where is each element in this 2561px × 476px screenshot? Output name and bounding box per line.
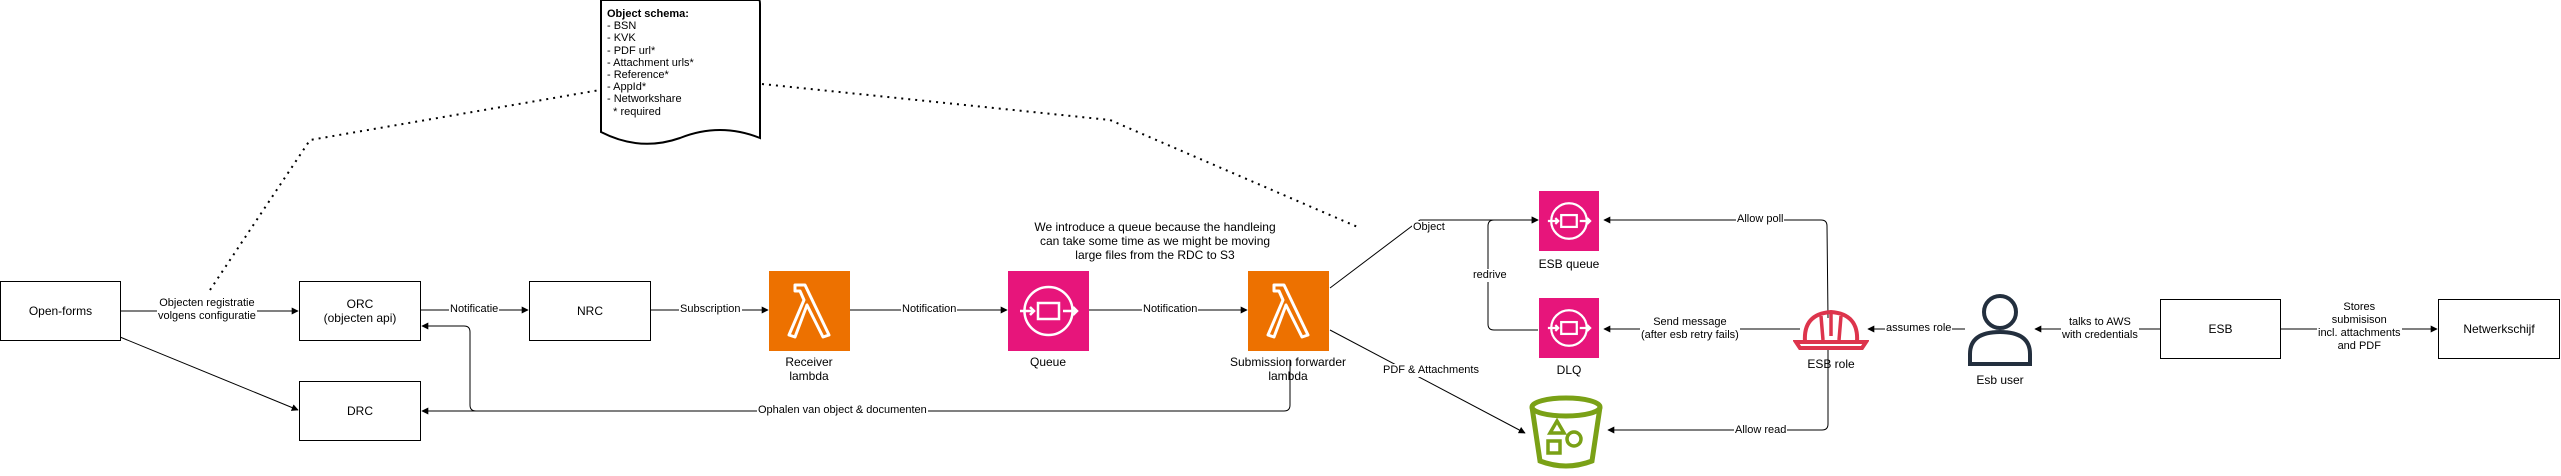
edge-label-talks-to-aws: talks to AWS with credentials (2061, 316, 2139, 342)
schema-note-shape (600, 0, 761, 145)
esb-user-label: Esb user (1976, 373, 2024, 387)
drc-box[interactable]: DRC (299, 381, 421, 441)
edge-label-send-message: Send message (after esb retry fails) (1640, 316, 1740, 342)
edge-label-notification: Notification (1142, 303, 1199, 316)
schema-item: - BSN (607, 20, 637, 33)
edge-forwarder-orc-drc (421, 322, 1291, 412)
edge-label-stores-submission: Stores submisison incl. attachments and … (2317, 301, 2402, 353)
edge-label-ophalen: Ophalen van object & documenten (757, 404, 928, 417)
orc-box[interactable]: ORC (objecten api) (299, 281, 421, 341)
user-icon[interactable] (1965, 292, 2035, 368)
edge-openforms-drc (119, 336, 299, 411)
receiver-lambda-label: Receiver lambda (785, 355, 833, 383)
edge-role-s3 (1607, 350, 1829, 434)
schema-title: Object schema: (607, 8, 689, 20)
edge-label-objecten-registratie: Objecten registratie volgens configurati… (157, 297, 257, 323)
edge-label-notificatie: Notificatie (449, 303, 500, 316)
edge-label-object: Object (1412, 221, 1446, 234)
s3-bucket-icon[interactable] (1526, 395, 1606, 471)
schema-item: - Attachment urls* (607, 56, 694, 69)
dlq-label: DLQ (1556, 363, 1582, 377)
esb-box[interactable]: ESB (2160, 299, 2281, 359)
edge-label-subscription: Subscription (679, 303, 742, 316)
nrc-box[interactable]: NRC (529, 281, 651, 341)
object-schema-note: Object schema: - BSN - KVK - PDF url* - … (607, 8, 694, 118)
schema-connector-right (761, 83, 1361, 229)
submission-forwarder-label: Submission forwarder lambda (1229, 355, 1347, 383)
sqs-queue-icon[interactable] (1008, 271, 1089, 351)
queue-note: We introduce a queue because the handlei… (1034, 220, 1276, 262)
sqs-queue-icon[interactable] (1539, 298, 1599, 358)
schema-item: * required (607, 105, 661, 118)
esb-queue-label: ESB queue (1538, 257, 1600, 271)
open-forms-box[interactable]: Open-forms (0, 281, 121, 341)
schema-connector-left (209, 89, 601, 291)
sqs-queue-icon[interactable] (1539, 191, 1599, 251)
edge-role-esbqueue (1603, 216, 1829, 319)
edge-label-assumes-role: assumes role (1885, 322, 1953, 335)
edge-label-notification: Notification (901, 303, 958, 316)
edge-label-allow-poll: Allow poll (1736, 213, 1785, 226)
edge-forwarder-s3 (1329, 329, 1526, 434)
lambda-icon[interactable] (769, 271, 850, 351)
queue-label: Queue (1029, 355, 1067, 369)
esb-role-label: ESB role (1807, 357, 1855, 371)
schema-item: - KVK (607, 32, 636, 45)
netwerkschijf-box[interactable]: Netwerkschijf (2438, 299, 2560, 359)
edge-label-redrive: redrive (1472, 269, 1508, 282)
edge-label-pdf-attachments: PDF & Attachments (1382, 364, 1480, 377)
schema-item: - Networkshare (607, 93, 682, 106)
lambda-icon[interactable] (1248, 271, 1329, 351)
edge-label-allow-read: Allow read (1734, 424, 1788, 437)
schema-item: - AppId* (607, 81, 647, 94)
schema-item: - Reference* (607, 69, 669, 82)
helmet-role-icon[interactable] (1792, 306, 1870, 352)
schema-item: - PDF url* (607, 44, 656, 57)
